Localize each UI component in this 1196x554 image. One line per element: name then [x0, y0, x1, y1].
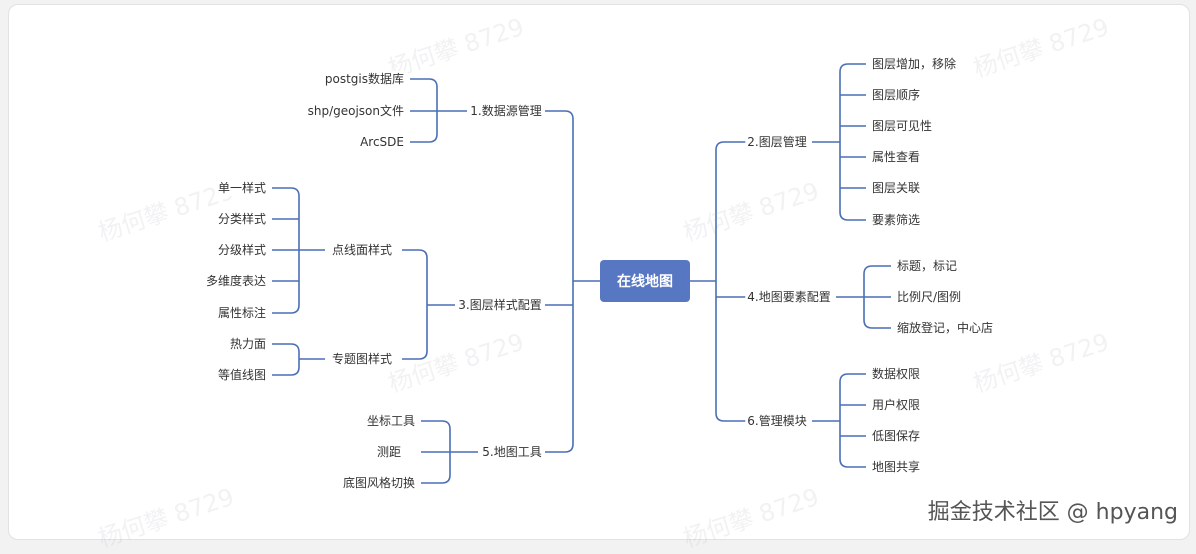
- node-data-permission[interactable]: 数据权限: [870, 366, 923, 382]
- node-postgis[interactable]: postgis数据库: [322, 71, 406, 87]
- node-arcsde[interactable]: ArcSDE: [358, 134, 406, 150]
- node-layer-association[interactable]: 图层关联: [870, 180, 923, 196]
- connector-curve: [410, 133, 438, 143]
- node-coordinate-tool[interactable]: 坐标工具: [364, 413, 417, 429]
- node-feature-filter[interactable]: 要素筛选: [870, 212, 923, 228]
- connector-curve: [545, 110, 574, 120]
- connector-curve: [863, 319, 891, 329]
- node-basemap-save[interactable]: 低图保存: [870, 428, 923, 444]
- connector-curve: [839, 458, 866, 468]
- node-attribute-view[interactable]: 属性查看: [870, 149, 923, 165]
- node-user-permission[interactable]: 用户权限: [870, 397, 923, 413]
- connector-curve: [715, 141, 746, 151]
- node-heatmap[interactable]: 热力面: [227, 336, 268, 352]
- mindmap-canvas: [8, 4, 1190, 540]
- node-zoom-center[interactable]: 缩放登记，中心店: [895, 320, 996, 336]
- connector-curve: [839, 373, 866, 383]
- node-layer-order[interactable]: 图层顺序: [870, 87, 923, 103]
- node-thematic-style[interactable]: 专题图样式: [329, 351, 395, 367]
- node-map-share[interactable]: 地图共享: [870, 459, 923, 475]
- connector-curve: [545, 443, 574, 453]
- node-multi-dimension[interactable]: 多维度表达: [203, 273, 268, 289]
- node-layer-visibility[interactable]: 图层可见性: [870, 118, 935, 134]
- branch-layer-style[interactable]: 3.图层样式配置: [456, 297, 544, 313]
- node-title-marker[interactable]: 标题，标记: [895, 258, 960, 274]
- connector-curve: [715, 412, 746, 422]
- node-attribute-label[interactable]: 属性标注: [215, 305, 268, 321]
- node-graduated-style[interactable]: 分级样式: [215, 242, 268, 258]
- brand-watermark: 掘金技术社区 @ hpyang: [927, 500, 1178, 525]
- node-contour-map[interactable]: 等值线图: [215, 367, 268, 383]
- node-scale-legend[interactable]: 比例尺/图例: [895, 289, 964, 305]
- branch-layer-management[interactable]: 2.图层管理: [745, 134, 809, 150]
- node-measure-distance[interactable]: 测距: [374, 444, 403, 460]
- connector-curve: [410, 78, 438, 88]
- connector-lines: [272, 63, 891, 484]
- node-category-style[interactable]: 分类样式: [215, 211, 268, 227]
- branch-map-tools[interactable]: 5.地图工具: [480, 444, 544, 460]
- branch-management-module[interactable]: 6.管理模块: [745, 413, 809, 429]
- connector-curve: [272, 366, 300, 376]
- connector-curve: [863, 265, 891, 275]
- connector-curve: [402, 350, 428, 360]
- branch-map-element-config[interactable]: 4.地图要素配置: [745, 289, 833, 305]
- connector-curve: [272, 343, 300, 353]
- connector-curve: [272, 187, 300, 197]
- node-single-style[interactable]: 单一样式: [215, 180, 268, 196]
- node-layer-add-remove[interactable]: 图层增加，移除: [870, 56, 959, 72]
- node-basemap-switch[interactable]: 底图风格切换: [340, 475, 417, 491]
- branch-data-source[interactable]: 1.数据源管理: [468, 103, 544, 119]
- node-point-line-polygon-style[interactable]: 点线面样式: [329, 242, 395, 258]
- connector-curve: [839, 211, 866, 221]
- connector-curve: [839, 63, 866, 73]
- connector-curve: [421, 420, 451, 430]
- connector-curve: [421, 474, 451, 484]
- root-node[interactable]: 在线地图: [600, 260, 690, 302]
- node-shp-geojson[interactable]: shp/geojson文件: [305, 103, 406, 119]
- connector-curve: [272, 304, 300, 314]
- connector-curve: [402, 249, 428, 259]
